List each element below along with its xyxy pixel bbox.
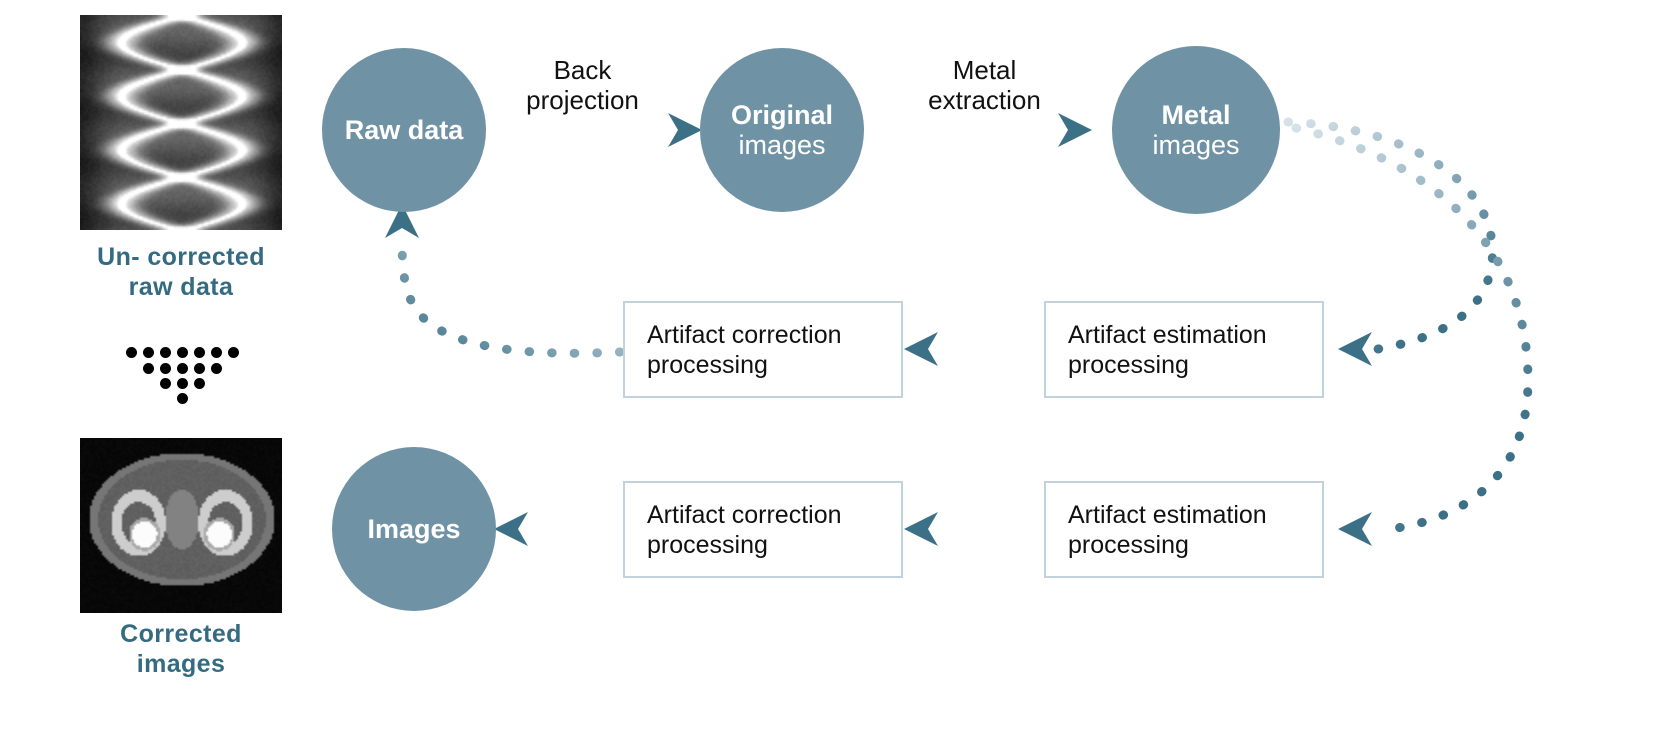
box-line-2: processing	[1068, 350, 1267, 380]
node-raw-data[interactable]: Raw data	[322, 48, 486, 212]
dot	[177, 393, 188, 404]
edge-label-line-2: extraction	[872, 85, 1097, 115]
dot	[228, 347, 239, 358]
dot-row	[122, 391, 242, 406]
edge-label-metal-extraction: Metal extraction	[872, 55, 1097, 115]
box-artifact-correction-raw[interactable]: Artifact correction processing	[623, 301, 903, 398]
node-raw-data-label: Raw data	[345, 115, 464, 145]
edge-correction-image-to-images	[494, 512, 620, 546]
box-artifact-correction-image[interactable]: Artifact correction processing	[623, 481, 903, 578]
dot	[177, 347, 188, 358]
edge-label-back-projection: Back projection	[470, 55, 695, 115]
node-images[interactable]: Images	[332, 447, 496, 611]
edge-label-line-1: Back	[470, 55, 695, 85]
edge-label-line-1: Metal	[872, 55, 1097, 85]
box-artifact-estimation-raw-text: Artifact estimation processing	[1046, 320, 1277, 380]
box-line-1: Artifact estimation	[1068, 500, 1267, 530]
dot	[160, 378, 171, 389]
dot	[126, 347, 137, 358]
corrected-images-caption: Corrected images	[40, 620, 322, 679]
box-line-2: processing	[647, 530, 842, 560]
uncorrected-raw-data-caption: Un- corrected raw data	[40, 243, 322, 302]
box-line-1: Artifact correction	[647, 500, 842, 530]
dotted-triangle-separator-icon	[122, 345, 242, 407]
caption-line-2: images	[40, 650, 322, 680]
edge-estimation-to-correction-image	[904, 512, 1040, 546]
dot	[160, 363, 171, 374]
dot-row	[122, 360, 242, 375]
edge-estimation-to-correction-raw	[904, 332, 1040, 366]
dot	[177, 363, 188, 374]
edge-correction-raw-to-raw-data	[385, 204, 620, 353]
box-line-2: processing	[647, 350, 842, 380]
dot	[211, 363, 222, 374]
dot	[194, 378, 205, 389]
dot	[143, 363, 154, 374]
node-metal-images-label-1: Metal	[1161, 100, 1230, 130]
box-line-2: processing	[1068, 530, 1267, 560]
uncorrected-raw-data-thumbnail	[80, 15, 282, 230]
caption-line-1: Un- corrected	[40, 243, 322, 273]
box-artifact-estimation-image-text: Artifact estimation processing	[1046, 500, 1277, 560]
node-images-label: Images	[367, 514, 460, 544]
corrected-images-thumbnail	[80, 438, 282, 613]
dot-row	[122, 345, 242, 360]
node-original-images[interactable]: Original images	[700, 48, 864, 212]
edge-raw-to-original	[492, 113, 702, 147]
node-metal-images[interactable]: Metal images	[1112, 46, 1280, 214]
node-original-images-label-1: Original	[731, 100, 833, 130]
dot	[211, 347, 222, 358]
edge-label-line-2: projection	[470, 85, 695, 115]
caption-line-1: Corrected	[40, 620, 322, 650]
node-original-images-label-2: images	[738, 130, 825, 160]
box-artifact-estimation-raw[interactable]: Artifact estimation processing	[1044, 301, 1324, 398]
edge-original-to-metal	[872, 113, 1092, 147]
box-line-1: Artifact correction	[647, 320, 842, 350]
dot	[194, 363, 205, 374]
node-metal-images-label-2: images	[1152, 130, 1239, 160]
edge-metal-to-estimation-image	[1296, 128, 1528, 546]
dot	[143, 347, 154, 358]
dot	[160, 347, 171, 358]
dot	[194, 347, 205, 358]
box-artifact-correction-image-text: Artifact correction processing	[625, 500, 852, 560]
caption-line-2: raw data	[40, 273, 322, 303]
dot-row	[122, 376, 242, 391]
box-line-1: Artifact estimation	[1068, 320, 1267, 350]
box-artifact-estimation-image[interactable]: Artifact estimation processing	[1044, 481, 1324, 578]
box-artifact-correction-raw-text: Artifact correction processing	[625, 320, 852, 380]
dot	[177, 378, 188, 389]
